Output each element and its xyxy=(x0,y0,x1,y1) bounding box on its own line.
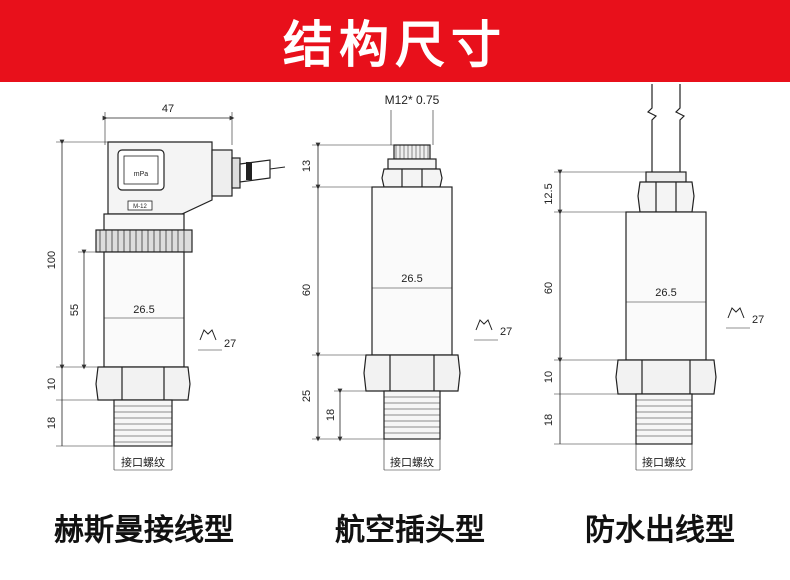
connector-code: M-12 xyxy=(133,204,147,210)
title-banner: 结构尺寸 xyxy=(0,0,790,82)
thread-label: 接口螺纹 xyxy=(642,455,686,469)
thread-label: 接口螺纹 xyxy=(390,455,434,469)
dim-wrench: 27 xyxy=(500,326,512,338)
thread-label: 接口螺纹 xyxy=(121,455,165,469)
sensor-aviation-labels: M12* 0.75 26.5 13 60 25 18 27 接口螺纹 xyxy=(301,93,512,469)
sensor-waterproof-drawing xyxy=(554,84,750,471)
page-title: 结构尺寸 xyxy=(283,16,507,74)
sensor-hirschmann-labels: 47 mPa M-12 26.5 100 55 10 18 27 接口螺纹 xyxy=(46,103,236,469)
sensor-hirschmann-drawing xyxy=(56,112,286,471)
dim-plug-thread: M12* 0.75 xyxy=(385,93,440,107)
dim-hex: 10 xyxy=(543,371,555,383)
dim-diameter: 26.5 xyxy=(133,304,154,316)
dimension-drawings: 47 mPa M-12 26.5 100 55 10 18 27 接口螺纹 xyxy=(46,84,764,471)
dim-wrench: 27 xyxy=(224,338,236,350)
dim-body: 60 xyxy=(543,282,555,294)
caption-hirschmann: 赫斯曼接线型 xyxy=(54,513,234,548)
dim-thread: 18 xyxy=(325,409,337,421)
dim-diameter: 26.5 xyxy=(655,287,676,299)
dim-wrench: 27 xyxy=(752,314,764,326)
connector-label: mPa xyxy=(134,171,149,178)
dim-width-top: 47 xyxy=(162,103,174,115)
caption-aviation: 航空插头型 xyxy=(335,513,485,548)
caption-waterproof: 防水出线型 xyxy=(585,513,735,548)
dim-body: 55 xyxy=(69,304,81,316)
dim-hex: 25 xyxy=(301,390,313,402)
dim-body: 60 xyxy=(301,284,313,296)
dim-plug-h: 13 xyxy=(301,160,313,172)
dim-gland-h: 12.5 xyxy=(543,183,555,204)
dim-overall: 100 xyxy=(46,251,58,269)
dim-diameter: 26.5 xyxy=(401,273,422,285)
sensor-waterproof-labels: 26.5 12.5 60 10 18 27 接口螺纹 xyxy=(543,183,764,469)
dim-thread: 18 xyxy=(46,417,58,429)
dim-thread: 18 xyxy=(543,414,555,426)
sensor-aviation-drawing xyxy=(312,110,498,471)
dim-hex: 10 xyxy=(46,378,58,390)
